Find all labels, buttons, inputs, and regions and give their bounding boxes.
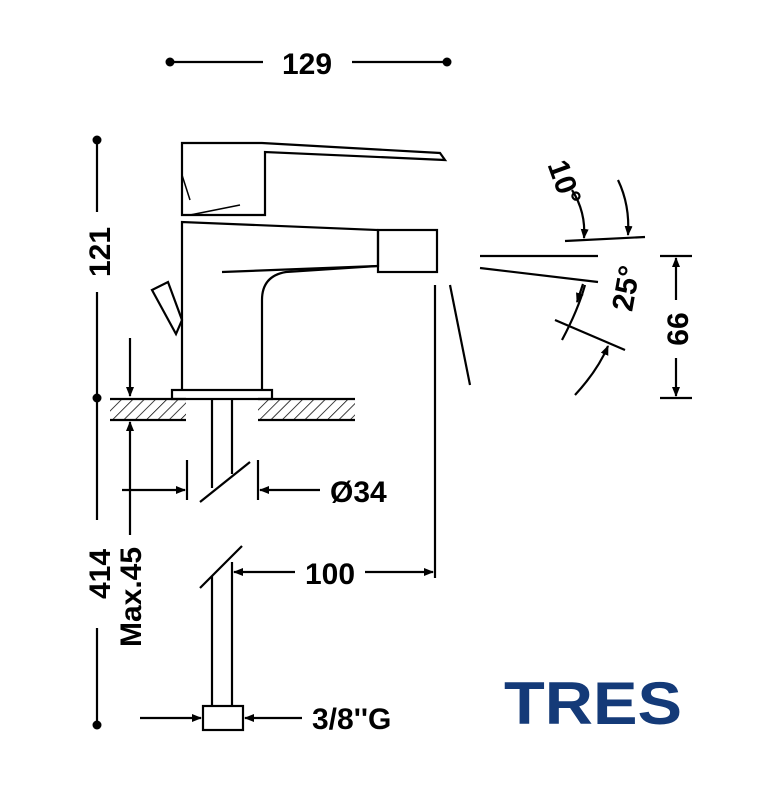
counter-top: [110, 397, 355, 422]
max-counter-label: Max.45: [115, 547, 148, 647]
body-height-label: 121: [84, 227, 117, 277]
hole-diameter-dimension: Ø34: [122, 460, 387, 509]
supply-pipe: [199, 399, 251, 732]
reach-label: 100: [305, 558, 355, 591]
tres-logo: TRES: [504, 670, 682, 737]
width-label: 129: [282, 48, 332, 81]
total-height-label: 414: [84, 549, 117, 599]
connection-label: 3/8''G: [312, 703, 391, 736]
angle-down-label: 25°: [606, 263, 646, 313]
spout-height-dimension: 66: [660, 254, 695, 400]
angle-dimensions: 10° 25°: [479, 156, 647, 396]
logo-text: TRES: [504, 670, 682, 737]
spout-height-label: 66: [662, 312, 695, 345]
width-dimension: 129: [165, 48, 452, 81]
faucet-body: [150, 141, 472, 401]
hole-diameter-label: Ø34: [330, 476, 387, 509]
angle-up-label: 10°: [541, 156, 588, 210]
height-dimensions: 121 414 Max.45: [84, 135, 148, 730]
connection-dimension: 3/8''G: [140, 703, 391, 736]
reach-dimension: 100: [233, 285, 437, 591]
